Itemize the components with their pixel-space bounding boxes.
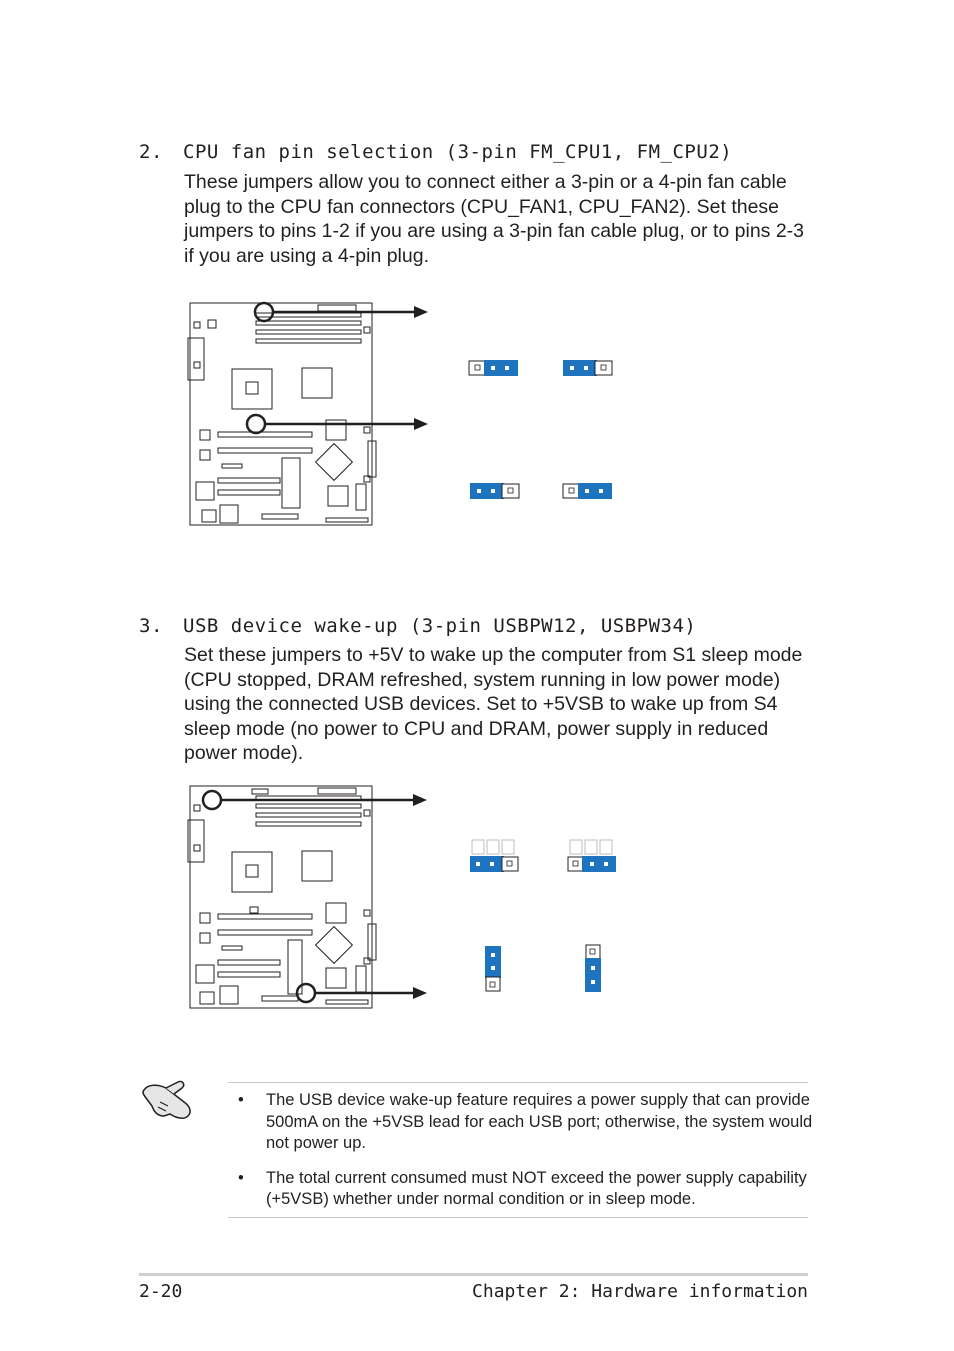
page-number: 2-20 [139, 1281, 183, 1302]
footer-rule [139, 1273, 808, 1276]
note-top-rule [228, 1082, 808, 1083]
section-3-number: 3. [139, 615, 163, 637]
usbpw12-jumper-setting-a [470, 839, 519, 872]
section-3-body: Set these jumpers to +5V to wake up the … [184, 643, 814, 766]
chapter-title: Chapter 2: Hardware information [472, 1281, 808, 1302]
bullet: • [238, 1168, 244, 1187]
usbpw34-highlight-circle [295, 982, 317, 1004]
section-3-title: USB device wake-up (3-pin USBPW12, USBPW… [183, 615, 697, 637]
fm-cpu1-jumper-setting-b [563, 360, 613, 376]
usbpw12-highlight-circle [201, 789, 223, 811]
section-2-title: CPU fan pin selection (3-pin FM_CPU1, FM… [183, 141, 733, 163]
motherboard-layout-2 [187, 785, 377, 1009]
note-item-text: The USB device wake-up feature requires … [266, 1091, 813, 1152]
section-3-heading: 3. USB device wake-up (3-pin USBPW12, USB… [139, 615, 696, 637]
section-2-heading: 2. CPU fan pin selection (3-pin FM_CPU1, … [139, 141, 732, 163]
note-bottom-rule [228, 1217, 808, 1218]
callout-arrow-2 [265, 418, 428, 430]
usbpw12-jumper-setting-b [567, 839, 616, 872]
section-2-number: 2. [139, 141, 163, 163]
usbpw34-jumper-setting-a [485, 946, 501, 992]
note-box: • The USB device wake-up feature requires… [228, 1090, 813, 1224]
note-item-text: The total current consumed must NOT exce… [266, 1168, 807, 1209]
note-item: • The total current consumed must NOT exc… [228, 1168, 813, 1211]
callout-arrow-3 [221, 794, 427, 806]
fm-cpu1-jumper-setting-a [468, 360, 518, 376]
note-item: • The USB device wake-up feature requires… [228, 1090, 813, 1155]
hand-pointer-icon [142, 1080, 191, 1119]
section-3-paragraph: Set these jumpers to +5V to wake up the … [184, 644, 803, 764]
fm-cpu2-jumper-setting-b [562, 483, 612, 499]
callout-arrow-1 [273, 306, 428, 318]
bullet: • [238, 1091, 244, 1109]
fm-cpu2-jumper-setting-a [470, 483, 520, 499]
callout-arrow-4 [315, 987, 427, 999]
section-2-paragraph: These jumpers allow you to connect eithe… [184, 171, 805, 267]
usbpw34-jumper-setting-b [585, 944, 601, 992]
section-2-body: These jumpers allow you to connect eithe… [184, 170, 814, 268]
